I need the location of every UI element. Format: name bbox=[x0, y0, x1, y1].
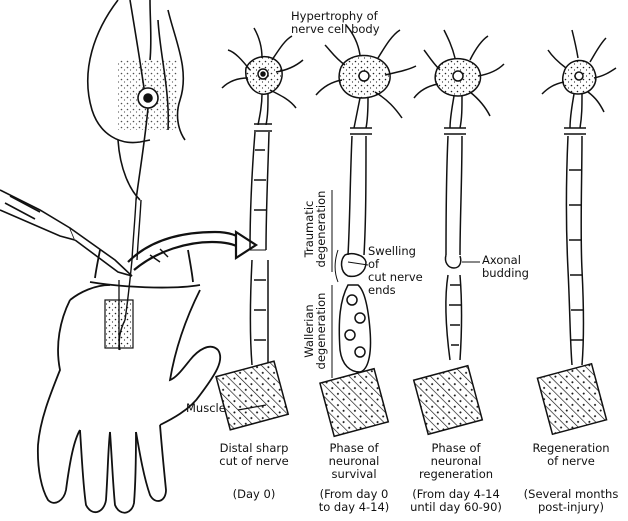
stage-4-time: (Several months post-injury) bbox=[516, 488, 626, 514]
swelling-label: Swelling of cut nerve ends bbox=[368, 245, 423, 297]
neuron-stage-1 bbox=[216, 28, 303, 430]
hand bbox=[38, 280, 220, 513]
stage-1-caption: Distal sharp cut of nerve bbox=[214, 442, 294, 468]
swelling-pointer bbox=[348, 262, 368, 265]
curved-arrow bbox=[128, 232, 256, 270]
axonal-budding-label: Axonal budding bbox=[482, 254, 529, 280]
stage-1-time: (Day 0) bbox=[214, 488, 294, 501]
muscle-label: Muscle bbox=[186, 402, 226, 415]
neuron-stage-2 bbox=[316, 25, 416, 436]
scalpel bbox=[0, 190, 132, 276]
stage-3-caption: Phase of neuronal regeneration bbox=[406, 442, 506, 481]
stage-4-caption: Regeneration of nerve bbox=[518, 442, 624, 468]
neuron-stage-4 bbox=[537, 30, 616, 434]
wallerian-degeneration-label: Wallerian degeneration bbox=[303, 284, 327, 378]
spinal-cord-section bbox=[88, 0, 185, 200]
stage-3-time: (From day 4-14 until day 60-90) bbox=[402, 488, 510, 514]
stage-2-caption: Phase of neuronal survival bbox=[312, 442, 396, 481]
traumatic-degeneration-label: Traumatic degeneration bbox=[303, 184, 327, 274]
hypertrophy-label: Hypertrophy of nerve cell body bbox=[291, 10, 380, 36]
stage-2-time: (From day 0 to day 4-14) bbox=[312, 488, 396, 514]
neuron-stage-3 bbox=[414, 30, 504, 434]
